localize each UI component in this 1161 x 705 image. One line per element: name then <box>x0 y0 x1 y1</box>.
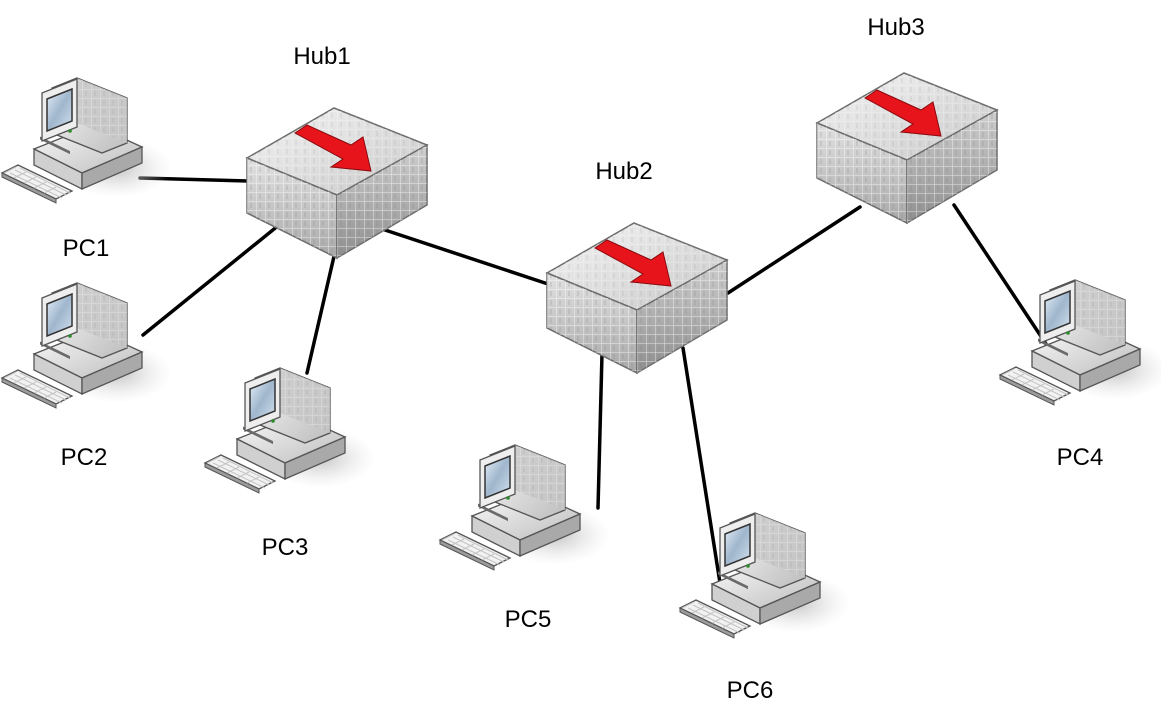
link-hub3-pc4 <box>952 203 1052 352</box>
pc1-desktop-computer-icon <box>1 77 173 204</box>
pc5-desktop-computer-icon <box>439 444 611 571</box>
pc2-desktop-computer-icon <box>1 282 173 409</box>
link-pc2-hub1 <box>141 223 281 337</box>
hub1-label: Hub1 <box>293 43 350 70</box>
pc6-desktop-computer-icon <box>679 512 851 639</box>
hub2-network-hub-icon <box>546 222 728 374</box>
pc5-label: PC5 <box>505 606 552 633</box>
link-hub2-pc5 <box>596 352 604 510</box>
link-hub2-hub3 <box>726 205 862 295</box>
nodes-layer <box>1 72 1161 639</box>
pc2-label: PC2 <box>61 444 108 471</box>
pc6-label: PC6 <box>727 677 774 704</box>
pc3-desktop-computer-icon <box>204 367 376 494</box>
pc3-label: PC3 <box>262 534 309 561</box>
hub3-network-hub-icon <box>816 72 998 224</box>
links-layer <box>138 176 1052 585</box>
pc4-desktop-computer-icon <box>999 279 1161 406</box>
pc1-label: PC1 <box>63 235 110 262</box>
link-hub2-pc6 <box>681 346 722 585</box>
hub3-label: Hub3 <box>867 14 924 41</box>
link-hub1-hub2 <box>383 228 550 286</box>
link-pc3-hub1 <box>305 250 337 375</box>
pc4-label: PC4 <box>1057 444 1104 471</box>
hub2-label: Hub2 <box>595 158 652 185</box>
